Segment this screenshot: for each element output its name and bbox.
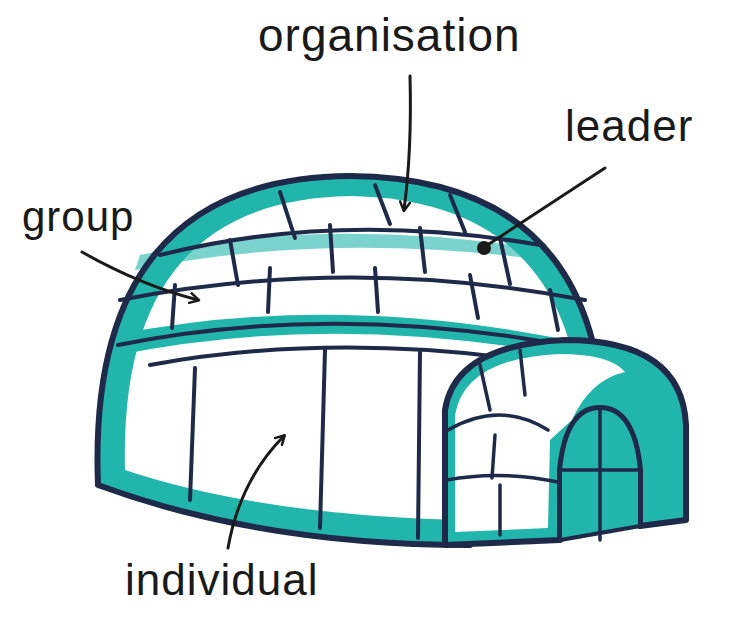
igloo-tunnel-lines — [447, 350, 640, 540]
igloo-doorway — [560, 408, 640, 540]
igloo-base — [98, 485, 470, 545]
leader-lines — [82, 76, 605, 548]
igloo-tunnel — [445, 340, 686, 545]
part-label: group — [22, 196, 134, 238]
part-label: leader — [565, 104, 693, 148]
part-label: individual — [125, 558, 318, 602]
leader-dot — [477, 241, 491, 255]
part-label: organisation — [258, 12, 521, 58]
